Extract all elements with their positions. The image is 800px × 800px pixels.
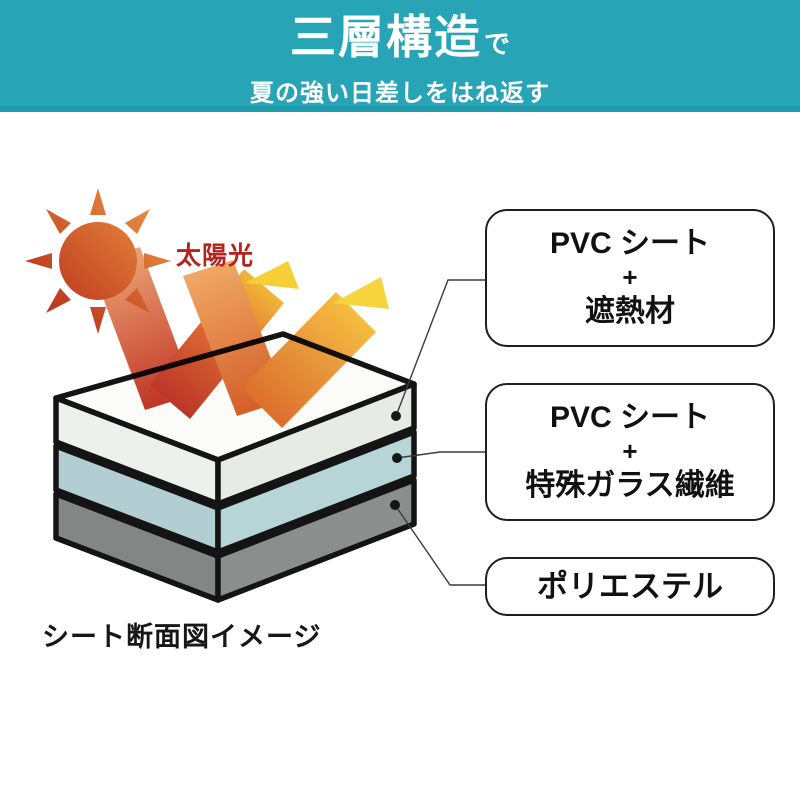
layer-dots: [390, 411, 402, 510]
leader-lines: [394, 279, 485, 586]
label-box-3-line-1: ポリエステル: [537, 568, 723, 604]
leader-line-1: [395, 279, 485, 417]
reflected-arrowhead-1-icon: [245, 261, 299, 289]
label-box-pvc-shielding: PVC シート + 遮熱材: [485, 209, 775, 347]
layer-dot-3: [390, 500, 400, 510]
reflected-ray-2: [242, 292, 376, 428]
label-box-1-line-1: PVC シート: [549, 226, 711, 260]
leader-line-2: [396, 451, 485, 459]
sun-icon: [25, 188, 171, 334]
page-title: 三層構造 で: [290, 1, 510, 67]
layer-dot-2: [392, 453, 402, 463]
layer-middle-right-face: [215, 429, 417, 555]
page-subtitle: 夏の強い日差しをはね返す: [250, 79, 550, 107]
diagram-caption: シート断面図イメージ: [42, 622, 322, 652]
reflected-arrowhead-2-icon: [333, 277, 389, 309]
plus-sign: +: [622, 262, 638, 293]
label-box-2-line-3: 特殊ガラス繊維: [525, 468, 735, 502]
plus-sign: +: [622, 436, 638, 467]
label-box-1-line-3: 遮熱材: [585, 294, 675, 328]
label-box-polyester: ポリエステル: [485, 557, 775, 616]
label-box-pvc-glassfiber: PVC シート + 特殊ガラス繊維: [485, 383, 775, 521]
layer-bottom-right-face: [215, 477, 417, 603]
page-title-main: 三層構造: [289, 10, 482, 63]
sun-label: 太陽光: [176, 242, 254, 270]
label-box-2-line-1: PVC シート: [549, 400, 711, 434]
layer-top-right-face: [215, 381, 417, 507]
header-banner: 三層構造 で 夏の強い日差しをはね返す: [0, 0, 800, 112]
layer-dot-1: [391, 411, 401, 421]
leader-line-3: [394, 504, 485, 586]
page-title-suffix: で: [483, 28, 510, 59]
